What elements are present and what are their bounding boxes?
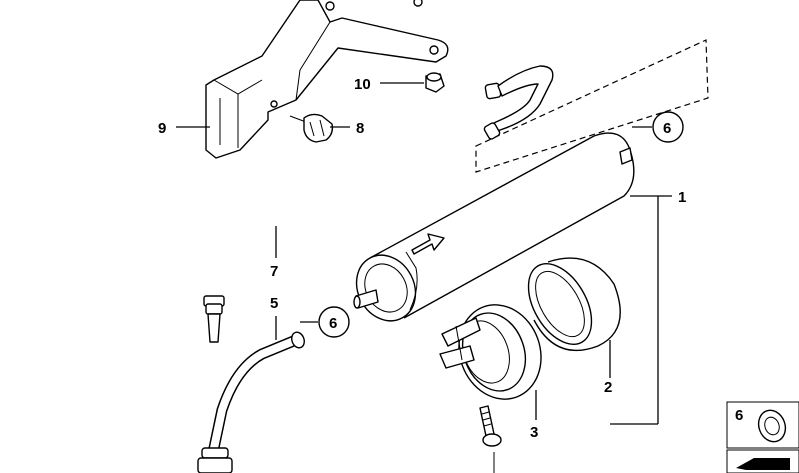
- clamp-part-3: [439, 304, 542, 400]
- rubber-sleeve-part-2: [527, 257, 621, 352]
- dashed-outline: [475, 39, 709, 173]
- callout-label-1: 1: [678, 189, 686, 206]
- legend-part-6: 6: [726, 401, 799, 473]
- callout-label-5: 5: [270, 295, 278, 312]
- hose-part-5: [197, 331, 305, 473]
- callout-label-9: 9: [158, 120, 166, 137]
- screw: [479, 405, 502, 473]
- callout-circle-6-left: 6: [318, 306, 350, 338]
- fuel-line-part-7: [203, 65, 554, 343]
- callout-label-10: 10: [354, 76, 371, 93]
- leader-lines: [176, 82, 672, 425]
- clip-part-8: [289, 113, 334, 143]
- callout-label-2: 2: [604, 379, 612, 396]
- callout-circle-6-upper: 6: [652, 111, 684, 143]
- callout-label-8: 8: [356, 120, 364, 137]
- svg-text:6: 6: [663, 120, 671, 137]
- bracket-part-9: [205, 0, 449, 159]
- svg-text:6: 6: [735, 407, 743, 424]
- nut-part-10: [425, 72, 445, 93]
- callout-label-3: 3: [530, 424, 538, 441]
- fuel-filter-part-1: [353, 132, 635, 322]
- svg-text:6: 6: [329, 315, 337, 332]
- callout-label-7: 7: [270, 263, 278, 280]
